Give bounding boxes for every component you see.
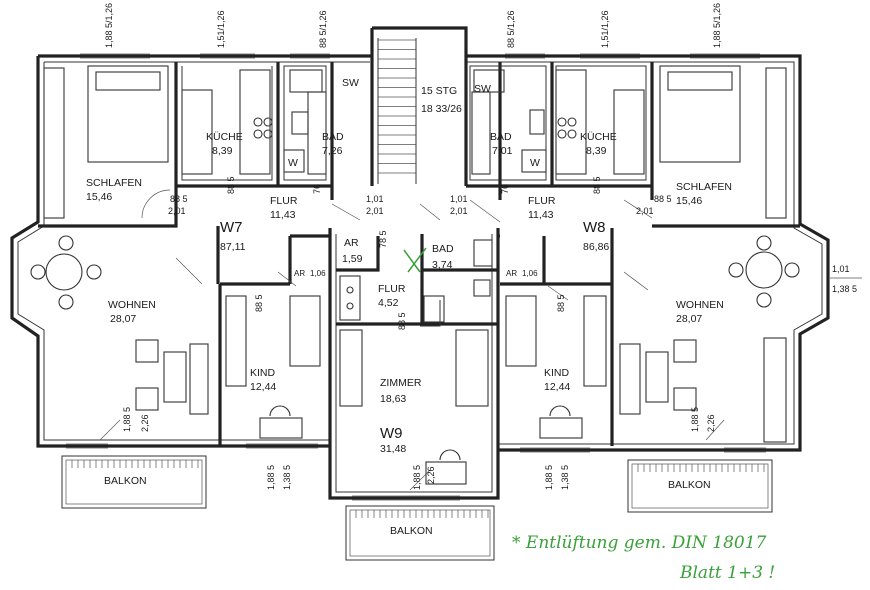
unit-w9-name: W9 (380, 425, 403, 442)
w7-wohnen-name: WOHNEN (108, 299, 156, 311)
windows (66, 53, 766, 501)
w8-kind-name: KIND (544, 367, 570, 379)
dim-side-right-2: 1,38 5 (832, 284, 857, 294)
w9-bad-name: BAD (432, 243, 454, 255)
w8-wohnen-name: WOHNEN (676, 299, 724, 311)
dim-door-schlafen-w8: 88 5 (654, 194, 672, 204)
w9-ar-name: AR (344, 237, 359, 249)
dim-door-bad-w7: 76 (312, 184, 322, 194)
stair-rail (377, 38, 417, 184)
w7-kueche-name: KÜCHE (206, 131, 243, 143)
dim-bal-w9-h: 2,26 (426, 466, 436, 484)
dim-door-schlafen-w7: 88 5 (170, 194, 188, 204)
annotation-line-1: * Entlüftung gem. DIN 18017 (512, 533, 767, 553)
outer-walls (10, 26, 830, 500)
stair-name: 15 STG (421, 85, 457, 97)
dim-bal-w8: 1,88 5 (544, 465, 554, 490)
dim-win-w7-h: 2,26 (140, 414, 150, 432)
dim-top-4: 88 5/1,26 (506, 10, 516, 48)
stair-spec: 18 33/26 (421, 103, 462, 115)
dim-bal-w8-h: 1,38 5 (560, 465, 570, 490)
w7-ar-area: 1,06 (310, 269, 326, 278)
w9-ar-area: 1,59 (342, 253, 363, 265)
ventilation-mark-icon (403, 247, 427, 273)
balkon-right-label: BALKON (668, 479, 711, 491)
dim-top-6: 1,88 5/1,26 (712, 3, 722, 48)
dim-door-kind-w7: 88 5 (254, 294, 264, 312)
w8-bad-name: BAD (490, 131, 512, 143)
dim-door-ar-w7-h: 2,01 (366, 206, 384, 216)
w7-kind-name: KIND (250, 367, 276, 379)
door-swings (99, 189, 725, 491)
w8-bad-area: 7,01 (492, 145, 513, 157)
w7-kind-area: 12,44 (250, 381, 276, 393)
bed-w8 (659, 65, 741, 163)
w7-schlafen-name: SCHLAFEN (86, 177, 142, 189)
unit-w8-name: W8 (583, 219, 606, 236)
dim-win-w8-h: 2,26 (706, 414, 716, 432)
w9-flur-area: 4,52 (378, 297, 399, 309)
unit-w8-area: 86,86 (583, 241, 609, 253)
w8-w-label: W (530, 157, 540, 169)
dim-door-schlafen-w8-h: 2,01 (636, 206, 654, 216)
w7-ar-name: AR (294, 269, 305, 278)
w9-bad-area: 3,74 (432, 259, 453, 271)
dim-win-w8: 1,88 5 (690, 407, 700, 432)
w7-schlafen-area: 15,46 (86, 191, 112, 203)
dim-win-w7: 1,88 5 (122, 407, 132, 432)
w7-washer-label: SW (342, 77, 359, 89)
balkon-left-label: BALKON (104, 475, 147, 487)
dim-door-kind-w8: 88 5 (556, 294, 566, 312)
w7-flur-name: FLUR (270, 195, 298, 207)
w7-bad-name: BAD (322, 131, 344, 143)
w7-w-label: W (288, 157, 298, 169)
bed-w7 (87, 65, 169, 163)
dim-top-5: 1,51/1,26 (600, 10, 610, 48)
dim-door-kueche-w7: 88 5 (226, 176, 236, 194)
staircase (377, 38, 417, 184)
annotation-line-2: Blatt 1+3 ! (679, 563, 775, 583)
w8-kueche-area: 8,39 (586, 145, 607, 157)
w8-ar-area: 1,06 (522, 269, 538, 278)
w8-washer-label: SW (474, 83, 491, 95)
balconies (61, 455, 773, 561)
w7-kueche-area: 8,39 (212, 145, 233, 157)
dim-door-ar-w8-h: 2,01 (450, 206, 468, 216)
dim-door-zimmer-w9: 88 5 (397, 312, 407, 330)
dim-bal-w9: 1,88 5 (412, 465, 422, 490)
dim-side-right: 1,01 (832, 264, 850, 274)
dim-top-2: 1,51/1,26 (216, 10, 226, 48)
w9-zimmer-area: 18,63 (380, 393, 406, 405)
dim-top-3: 88 5/1,26 (318, 10, 328, 48)
w9-flur-name: FLUR (378, 283, 406, 295)
w8-ar-name: AR (506, 269, 517, 278)
w7-bad-area: 7,26 (322, 145, 343, 157)
w8-flur-name: FLUR (528, 195, 556, 207)
w8-kueche-name: KÜCHE (580, 131, 617, 143)
dim-door-ar-w9: 78 5 (378, 230, 388, 248)
dim-bal-w7: 1,88 5 (266, 465, 276, 490)
dim-door-bad-w8: 76 (500, 184, 510, 194)
dim-door-schlafen-w7-h: 2,01 (168, 206, 186, 216)
unit-w9-area: 31,48 (380, 443, 406, 455)
w8-schlafen-area: 15,46 (676, 195, 702, 207)
dim-door-ar-w7: 1,01 (366, 194, 384, 204)
w9-zimmer-name: ZIMMER (380, 377, 422, 389)
w8-wohnen-area: 28,07 (676, 313, 702, 325)
w8-flur-area: 11,43 (528, 209, 554, 221)
w8-schlafen-name: SCHLAFEN (676, 181, 732, 193)
w7-wohnen-area: 28,07 (110, 313, 136, 325)
w7-flur-area: 11,43 (270, 209, 296, 221)
balkon-center-label: BALKON (390, 525, 433, 537)
unit-w7-area: 87,11 (220, 241, 246, 253)
furniture (30, 65, 800, 485)
unit-w7-name: W7 (220, 219, 243, 236)
dim-door-ar-w8: 1,01 (450, 194, 468, 204)
dim-bal-w7-h: 1,38 5 (282, 465, 292, 490)
w8-kind-area: 12,44 (544, 381, 570, 393)
dim-door-kueche-w8: 88 5 (592, 176, 602, 194)
dim-top-1: 1,88 5/1,26 (104, 3, 114, 48)
